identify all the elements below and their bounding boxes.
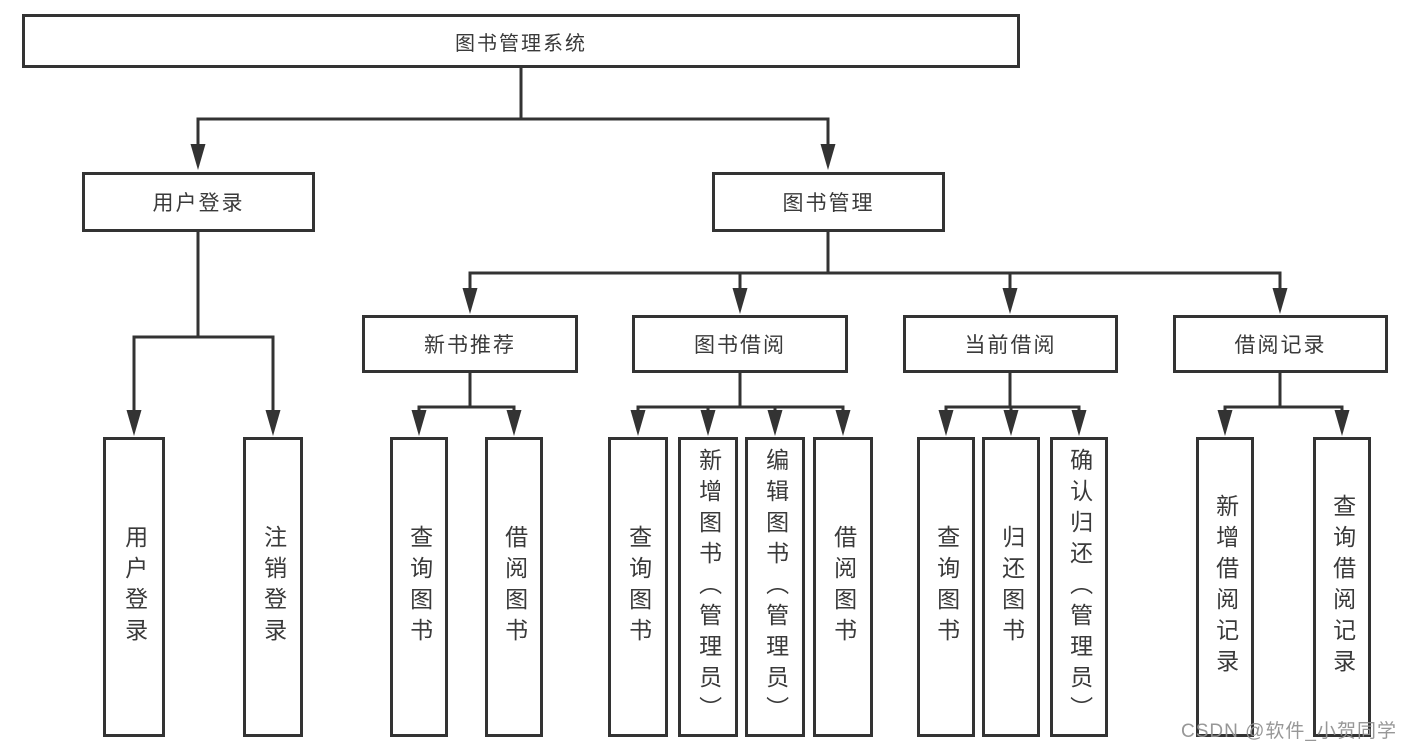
leaf-borrow-books-borrowing-label: 借阅图书	[830, 525, 857, 649]
leaf-logout-label: 注销登录	[260, 525, 287, 649]
node-root: 图书管理系统	[22, 14, 1020, 68]
leaf-query-borrow-record-label: 查询借阅记录	[1329, 494, 1356, 680]
leaf-user-login-label: 用户登录	[121, 525, 148, 649]
leaf-add-borrow-record-label: 新增借阅记录	[1212, 494, 1239, 680]
node-new-book-recommend: 新书推荐	[362, 315, 578, 373]
leaf-edit-book-admin: 编辑图书（管理员）	[745, 437, 805, 737]
node-borrowing-records: 借阅记录	[1173, 315, 1388, 373]
node-root-label: 图书管理系统	[455, 32, 587, 55]
leaf-confirm-return-admin-label: 确认归还（管理员）	[1066, 447, 1093, 727]
leaf-query-books-current: 查询图书	[917, 437, 975, 737]
node-new-book-recommend-label: 新书推荐	[424, 334, 516, 357]
node-user-login-label: 用户登录	[152, 192, 245, 215]
node-borrowing-records-label: 借阅记录	[1234, 334, 1327, 357]
node-book-management: 图书管理	[712, 172, 945, 232]
leaf-query-books-current-label: 查询图书	[933, 525, 960, 649]
leaf-borrow-books-borrowing: 借阅图书	[813, 437, 873, 737]
node-book-borrowing-label: 图书借阅	[694, 334, 786, 357]
leaf-return-books: 归还图书	[982, 437, 1040, 737]
leaf-add-borrow-record: 新增借阅记录	[1196, 437, 1254, 737]
leaf-return-books-label: 归还图书	[998, 525, 1025, 649]
leaf-query-books-borrowing: 查询图书	[608, 437, 668, 737]
leaf-edit-book-admin-label: 编辑图书（管理员）	[762, 447, 789, 727]
leaf-add-book-admin: 新增图书（管理员）	[678, 437, 738, 737]
leaf-query-books-borrowing-label: 查询图书	[625, 525, 652, 649]
leaf-borrow-books-recommend-label: 借阅图书	[501, 525, 528, 649]
node-book-management-label: 图书管理	[782, 192, 875, 215]
node-current-borrowing-label: 当前借阅	[964, 334, 1057, 357]
leaf-logout: 注销登录	[243, 437, 303, 737]
leaf-query-books-recommend-label: 查询图书	[406, 525, 433, 649]
node-current-borrowing: 当前借阅	[903, 315, 1118, 373]
leaf-borrow-books-recommend: 借阅图书	[485, 437, 543, 737]
leaf-user-login: 用户登录	[103, 437, 165, 737]
node-book-borrowing: 图书借阅	[632, 315, 848, 373]
leaf-query-borrow-record: 查询借阅记录	[1313, 437, 1371, 737]
leaf-confirm-return-admin: 确认归还（管理员）	[1050, 437, 1108, 737]
leaf-query-books-recommend: 查询图书	[390, 437, 448, 737]
node-user-login: 用户登录	[82, 172, 315, 232]
leaf-add-book-admin-label: 新增图书（管理员）	[695, 447, 722, 727]
csdn-watermark: CSDN @软件_小贺同学	[1181, 721, 1397, 742]
